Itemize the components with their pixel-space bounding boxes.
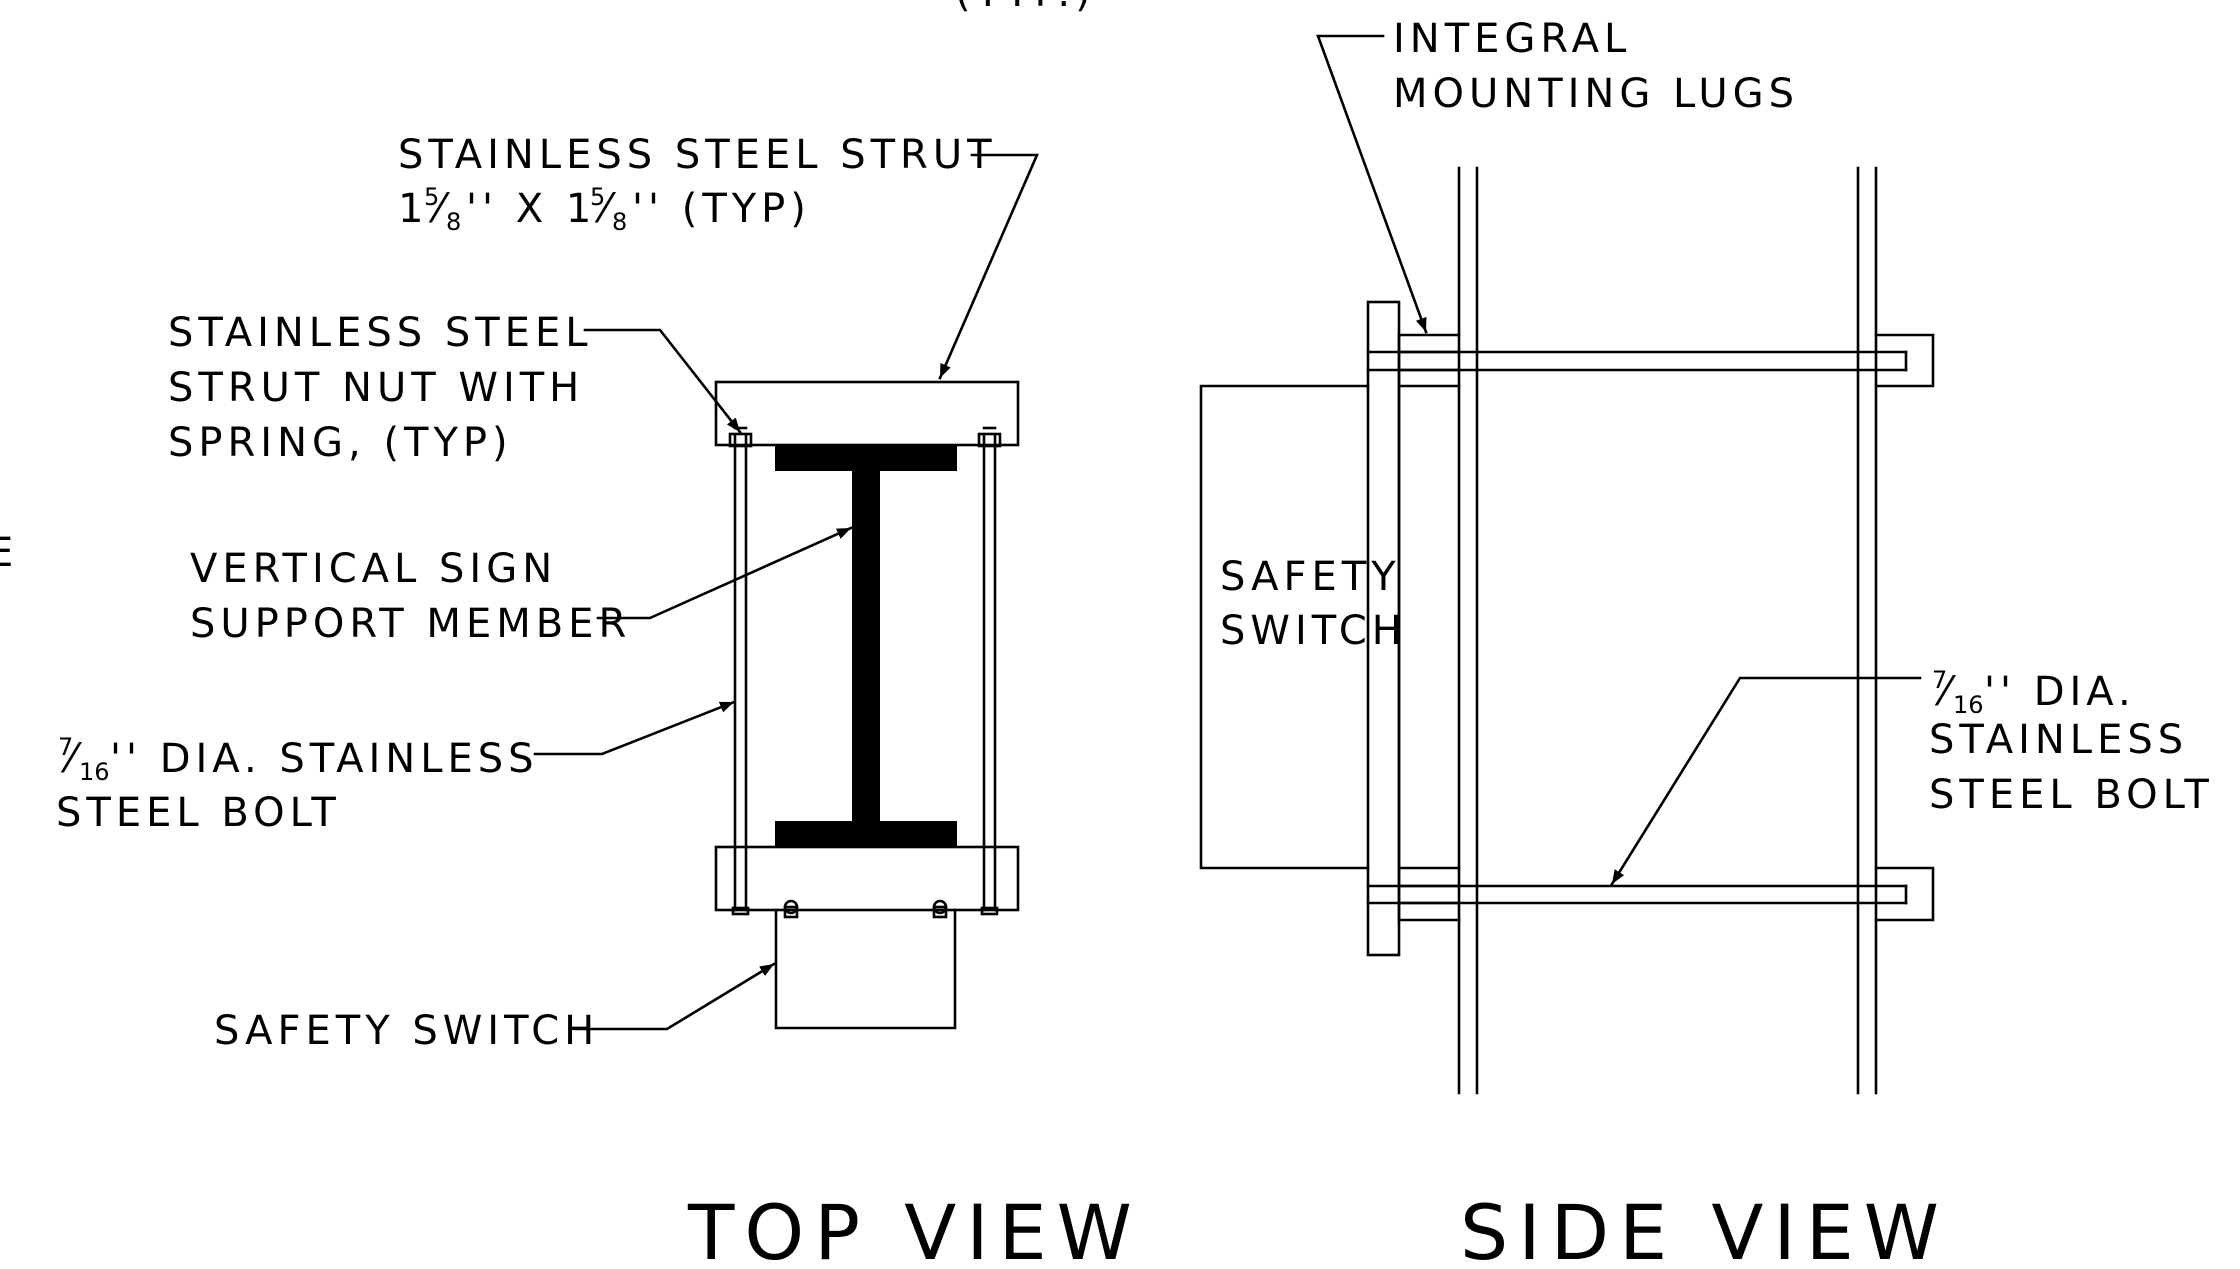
svg-text:'' (TYP): '' (TYP) bbox=[632, 186, 811, 232]
lugs-leader bbox=[1316, 34, 1428, 334]
member-label-line2: SUPPORT MEMBER bbox=[190, 601, 631, 647]
nut-leader bbox=[583, 328, 742, 434]
side-switch-label-line2: SWITCH bbox=[1220, 608, 1407, 654]
member-label-line1: VERTICAL SIGN bbox=[190, 546, 557, 592]
strut-label-line1: STAINLESS STEEL STRUT bbox=[398, 132, 997, 178]
switch-leader bbox=[573, 962, 776, 1031]
safety-switch-box bbox=[774, 908, 957, 1030]
upper-lug bbox=[1397, 333, 1461, 388]
side-switch-label-line1: SAFETY bbox=[1220, 554, 1401, 600]
upper-strut bbox=[714, 380, 1020, 447]
top-bolt-label-line1: 7 ⁄ 16 '' DIA. STAINLESS bbox=[58, 733, 539, 786]
side-bolt-label-line3: STEEL BOLT bbox=[1929, 772, 2214, 818]
svg-text:5: 5 bbox=[590, 183, 605, 211]
upper-bolt bbox=[1366, 333, 1935, 388]
left-bolt bbox=[733, 434, 748, 912]
svg-text:8: 8 bbox=[612, 208, 627, 236]
strut-label-line2: 1 5 ⁄ 8 '' X 1 5 ⁄ 8 '' (TYP) bbox=[398, 183, 811, 236]
svg-text:'' DIA.: '' DIA. bbox=[1984, 669, 2136, 715]
nut-label-line2: STRUT NUT WITH bbox=[168, 365, 584, 411]
bolt-end-left bbox=[731, 906, 750, 916]
i-beam bbox=[775, 445, 957, 847]
vertical-member-right bbox=[1856, 166, 1878, 1095]
switch-label: SAFETY SWITCH bbox=[214, 1008, 599, 1054]
svg-text:7: 7 bbox=[1932, 666, 1947, 694]
side-view-title: SIDE VIEW bbox=[1460, 1188, 1949, 1269]
svg-text:'' X 1: '' X 1 bbox=[466, 186, 596, 232]
lower-lug bbox=[1397, 866, 1461, 922]
side-bolt-leader bbox=[1610, 676, 1922, 886]
svg-text:7: 7 bbox=[58, 733, 73, 761]
lower-bolt bbox=[1366, 866, 1935, 922]
switch-fastener-left bbox=[783, 899, 799, 919]
vertical-member-left bbox=[1457, 166, 1479, 1095]
side-view: INTEGRAL MOUNTING LUGS SAFETY SWITCH 7 ⁄… bbox=[1199, 16, 2214, 1269]
svg-text:'' DIA. STAINLESS: '' DIA. STAINLESS bbox=[110, 736, 539, 782]
top-cut-text: (TYP.) bbox=[955, 0, 1096, 16]
svg-text:16: 16 bbox=[1953, 691, 1984, 719]
side-bolt-label-line1: 7 ⁄ 16 '' DIA. bbox=[1932, 666, 2136, 719]
lugs-label-line1: INTEGRAL bbox=[1393, 16, 1631, 62]
top-bolt-label-line2: STEEL BOLT bbox=[56, 790, 341, 836]
left-cut-text: E bbox=[0, 530, 18, 576]
strut-leader bbox=[938, 153, 1039, 380]
switch-fastener-right bbox=[932, 899, 948, 919]
side-bolt-label-line2: STAINLESS bbox=[1929, 717, 2188, 763]
right-bolt bbox=[982, 434, 997, 912]
member-leader bbox=[596, 526, 853, 620]
top-view: STAINLESS STEEL STRUT 1 5 ⁄ 8 '' X 1 5 ⁄… bbox=[56, 132, 1142, 1269]
side-safety-switch-box bbox=[1199, 384, 1370, 870]
svg-text:1: 1 bbox=[398, 186, 428, 232]
svg-text:5: 5 bbox=[424, 183, 439, 211]
lugs-label-line2: MOUNTING LUGS bbox=[1393, 71, 1799, 117]
svg-text:16: 16 bbox=[79, 758, 110, 786]
strut-nut-right bbox=[977, 426, 1002, 448]
bolt-end-right bbox=[980, 906, 999, 916]
svg-text:8: 8 bbox=[446, 208, 461, 236]
nut-label-line1: STAINLESS STEEL bbox=[168, 310, 593, 356]
top-view-title: TOP VIEW bbox=[687, 1188, 1142, 1269]
top-bolt-leader bbox=[533, 700, 736, 756]
nut-label-line3: SPRING, (TYP) bbox=[168, 420, 513, 466]
lower-strut bbox=[714, 845, 1020, 912]
